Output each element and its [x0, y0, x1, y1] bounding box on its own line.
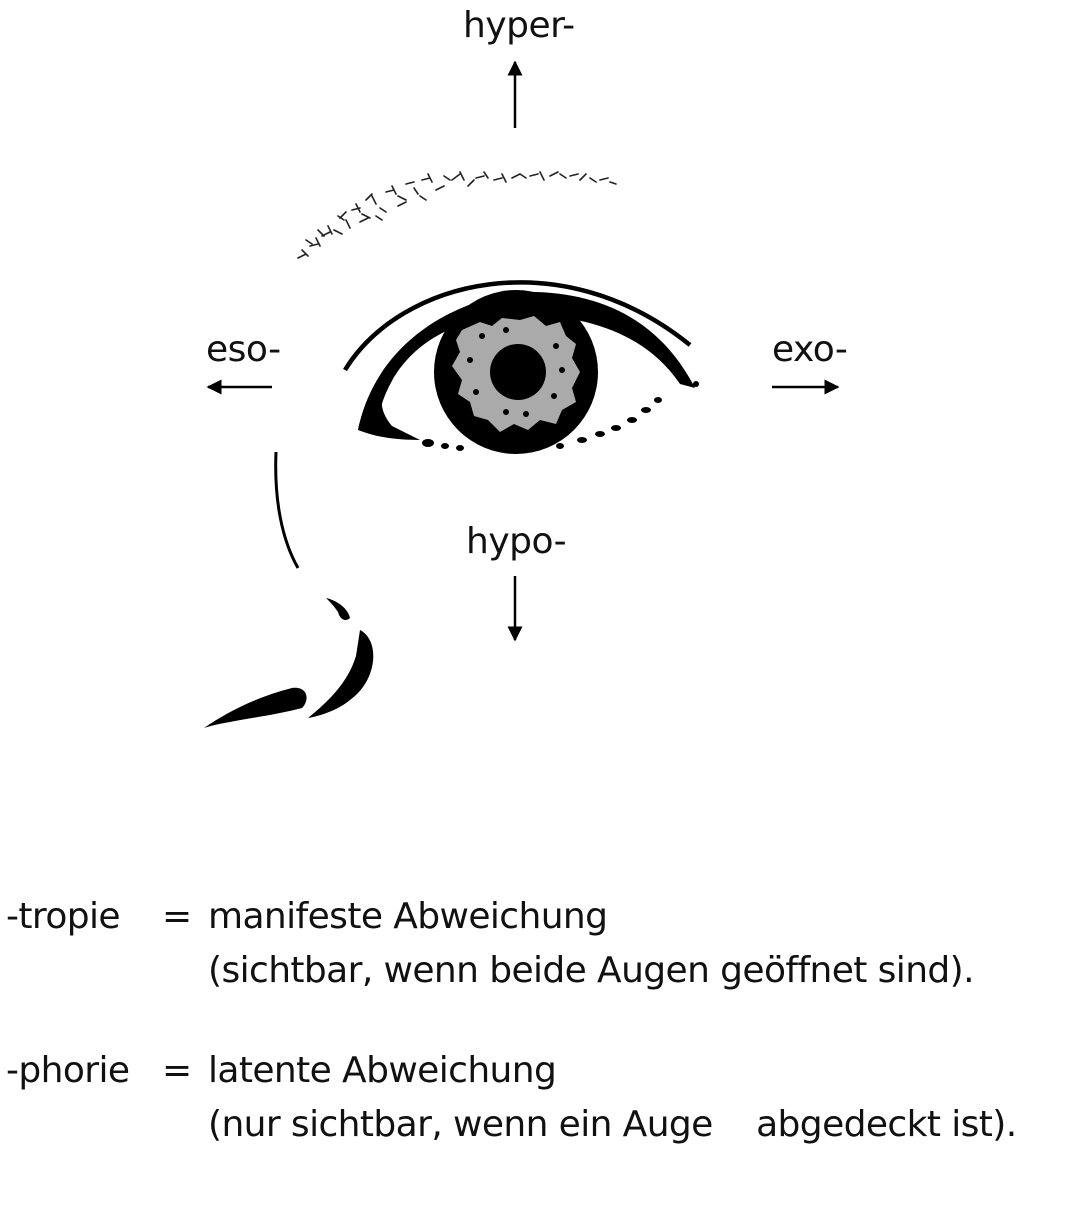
inner-eye-corner [358, 386, 420, 440]
legend-term: -phorie [6, 1050, 130, 1091]
nose-tip [326, 598, 350, 620]
iris-icon [434, 290, 598, 454]
label-exo: exo- [772, 329, 848, 370]
eye-deviation-diagram [204, 60, 840, 728]
legend-note: (sichtbar, wenn beide Augen geöffnet sin… [208, 950, 975, 991]
label-hyper: hyper- [463, 5, 575, 46]
label-eso: eso- [206, 329, 281, 370]
eyebrow-icon [297, 171, 617, 259]
label-hypo: hypo- [466, 521, 567, 562]
legend-term: -tropie [6, 896, 121, 937]
nose-bridge-line [274, 451, 300, 569]
pupil [490, 344, 546, 400]
legend-equals: = [162, 896, 192, 937]
lower-eyelid-dots [422, 381, 699, 451]
nose-wing [204, 687, 307, 728]
legend-equals: = [162, 1050, 192, 1091]
legend-definition: latente Abweichung [208, 1050, 557, 1091]
legend-phorie: -phorie = latente Abweichung (nur sichtb… [0, 1044, 1080, 1154]
legend-definition: manifeste Abweichung [208, 896, 608, 937]
upper-eyelid [358, 291, 695, 430]
legend-tropie: -tropie = manifeste Abweichung (sichtbar… [0, 890, 1080, 1000]
eyelash-dots [556, 298, 631, 328]
eyelid-crease [343, 280, 692, 372]
legend-note: (nur sichtbar, wenn ein Auge abgedeckt i… [208, 1104, 1017, 1145]
nostril [308, 630, 374, 718]
